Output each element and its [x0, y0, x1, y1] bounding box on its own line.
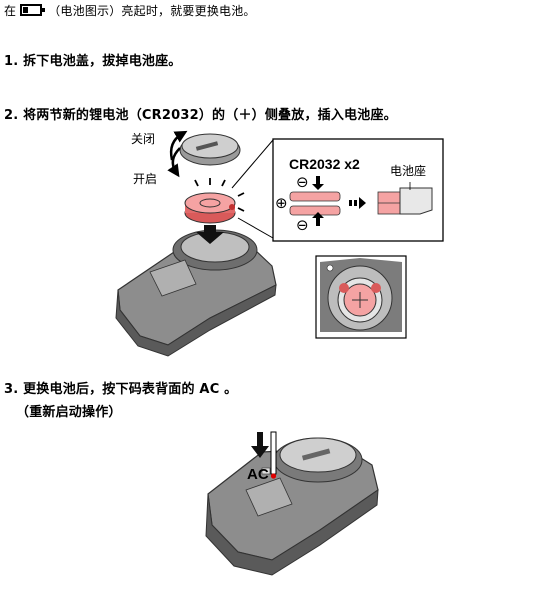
battery-holder-with-batteries: [184, 192, 236, 224]
plus-symbol: ⊕: [275, 194, 288, 212]
callout-line-top: [231, 139, 274, 189]
minus-symbol-top: ⊖: [296, 173, 309, 191]
step-2-text: 2. 将两节新的锂电池（CR2032）的（＋）侧叠放，插入电池座。: [4, 108, 397, 123]
device-body-left: [115, 229, 277, 357]
intro-prefix: 在: [4, 4, 17, 18]
holder-label: 电池座: [390, 164, 427, 178]
battery-low-icon: [20, 4, 46, 16]
ac-down-arrow: [251, 432, 269, 458]
intro-line: 在 （电池图示）亮起时，就要更换电池。: [4, 2, 256, 19]
step-1-text: 1. 拆下电池盖，拔掉电池座。: [4, 54, 182, 69]
ac-label: AC: [247, 466, 269, 483]
device-back-view: [315, 255, 407, 339]
battery-cover: [179, 133, 241, 166]
open-rotate-arrow: [167, 147, 181, 178]
open-label: 开启: [133, 172, 158, 186]
insert-down-arrow: [196, 225, 224, 244]
battery-up-arrow: [312, 212, 324, 226]
step-3-text: 3. 更换电池后，按下码表背面的 AC 。: [4, 382, 238, 397]
step-3-note: （重新启动操作）: [16, 405, 122, 420]
device-body-bottom: [205, 437, 379, 576]
intro-suffix: （电池图示）亮起时，就要更换电池。: [48, 4, 256, 18]
minus-symbol-bottom: ⊖: [296, 216, 309, 234]
insert-right-arrow: [349, 197, 366, 209]
battery-down-arrow: [312, 176, 324, 190]
ac-press-tool: [270, 431, 277, 479]
holder-inserted: [377, 182, 433, 215]
stacked-batteries: [289, 191, 341, 216]
close-rotate-arrow: [169, 130, 188, 161]
battery-title: CR2032 x2: [289, 156, 360, 172]
callout-line-bottom: [237, 217, 274, 239]
sparkle-marks: [194, 178, 245, 212]
close-label: 关闭: [131, 132, 156, 146]
